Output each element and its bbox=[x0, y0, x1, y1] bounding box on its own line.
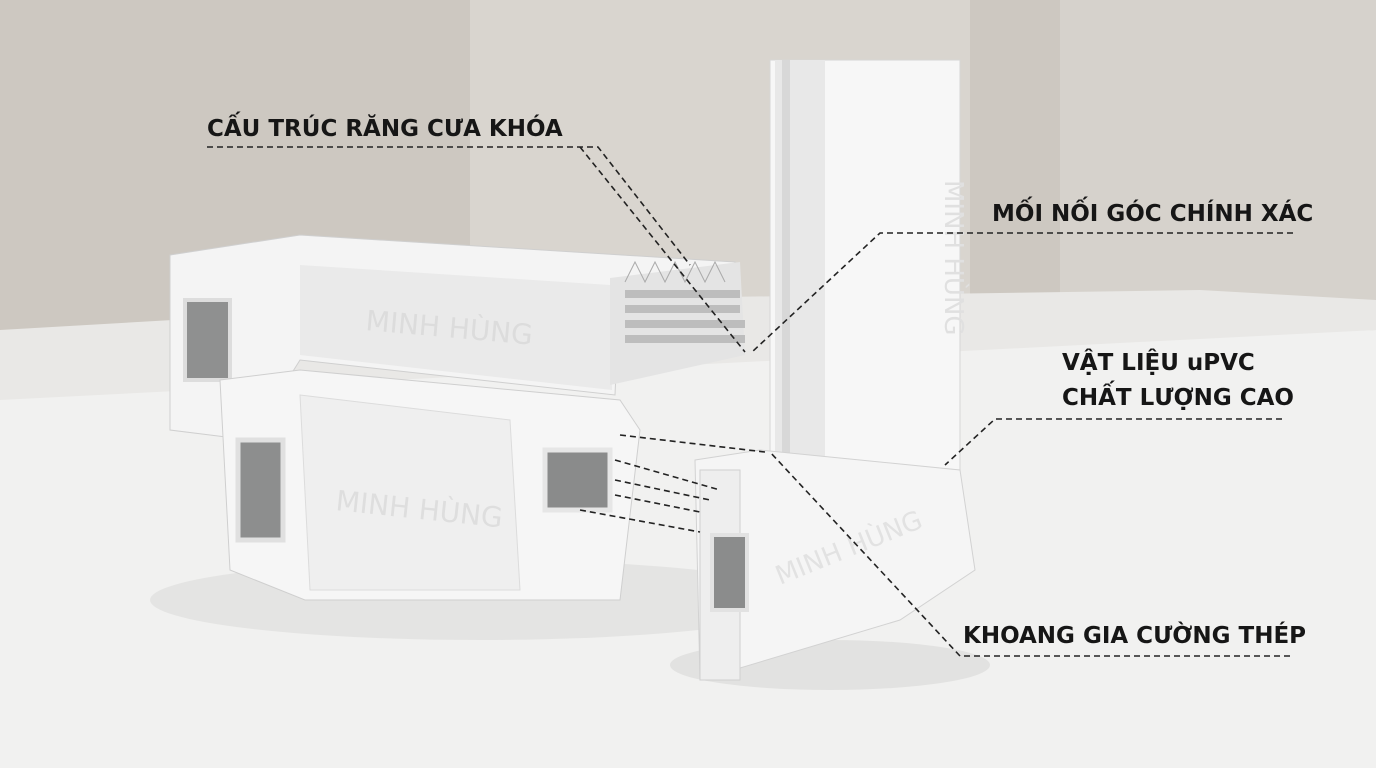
leader-lines bbox=[207, 146, 1293, 657]
callout-steel-chamber: KHOANG GIA CƯỜNG THÉP bbox=[963, 623, 1307, 649]
callout-lock-serration: CẤU TRÚC RĂNG CƯA KHÓA bbox=[207, 116, 563, 142]
leader-steel-4 bbox=[614, 494, 701, 513]
callout-material-line2: CHẤT LƯỢNG CAO bbox=[1062, 385, 1294, 411]
window-profile-back: MINH HÙNG bbox=[169, 234, 745, 441]
leader-steel-1 bbox=[619, 434, 766, 453]
leader-lock-serration bbox=[207, 146, 691, 266]
brand-emboss: MINH HÙNG bbox=[938, 180, 970, 336]
leader-corner-joint bbox=[751, 232, 1293, 353]
leader-steel-2 bbox=[614, 459, 721, 491]
callout-corner-joint: MỐI NỐI GÓC CHÍNH XÁC bbox=[992, 201, 1314, 227]
window-profile-front: MINH HÙNG bbox=[219, 369, 641, 601]
callout-material-line1: VẬT LIỆU uPVC bbox=[1062, 350, 1255, 376]
leader-steel-5 bbox=[579, 509, 701, 533]
corner-joint-profile: MINH HÙNG MINH HÙNG bbox=[694, 59, 976, 681]
leader-steel-chamber bbox=[769, 451, 1290, 657]
leader-steel-3 bbox=[614, 479, 711, 501]
leader-material bbox=[944, 418, 1282, 466]
leader-lock-serration-2 bbox=[579, 146, 746, 353]
background-wall-panel bbox=[1060, 0, 1376, 300]
